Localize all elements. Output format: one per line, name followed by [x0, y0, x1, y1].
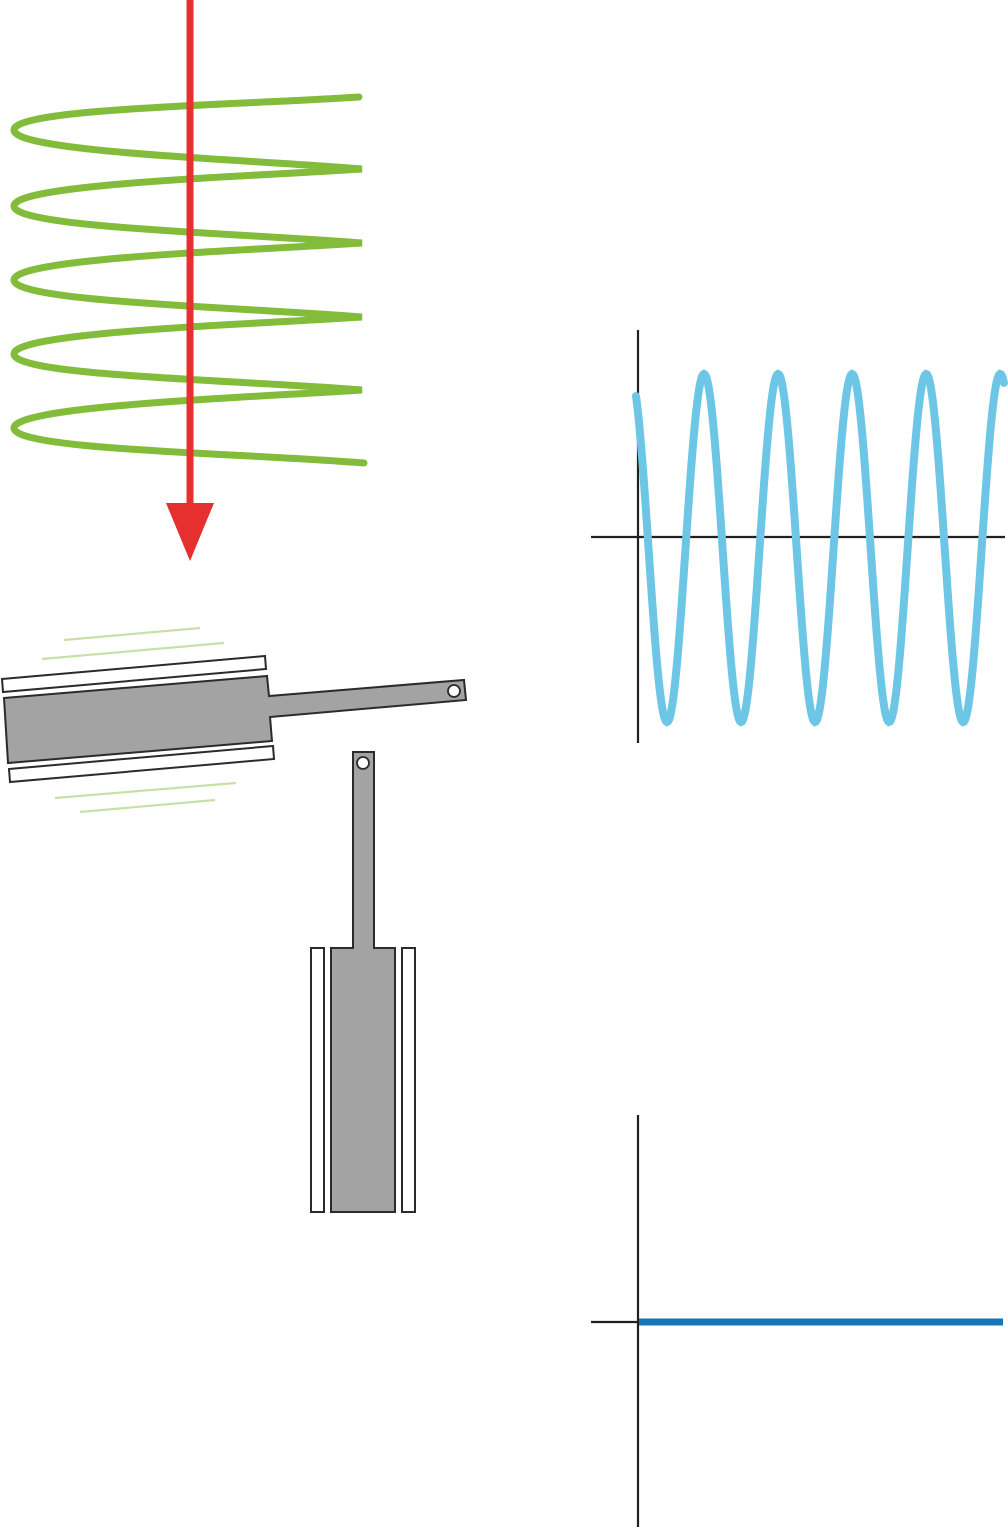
- magnet-plate-left: [310, 947, 325, 1213]
- motion-lines-icon: [41, 626, 237, 814]
- down-arrow-icon: [166, 503, 214, 561]
- oscillation-graph: [591, 330, 1008, 743]
- tilted-slab: [0, 626, 468, 814]
- magnet-plate-bottom: [7, 744, 276, 784]
- pendulum-slab-icon: [2, 674, 468, 765]
- pivot-hole: [356, 756, 370, 770]
- upright-slab: [310, 751, 416, 1213]
- coil: [10, 93, 368, 467]
- pivot-hole: [447, 684, 461, 698]
- series-line: [632, 369, 1008, 727]
- flat-graph: [591, 1115, 1003, 1527]
- field-arrow: [166, 0, 214, 561]
- magnet-plate-top: [0, 654, 268, 694]
- magnet-plate-right: [401, 947, 416, 1213]
- pendulum-slab-icon: [330, 751, 396, 1213]
- helix-coil-icon: [10, 93, 368, 467]
